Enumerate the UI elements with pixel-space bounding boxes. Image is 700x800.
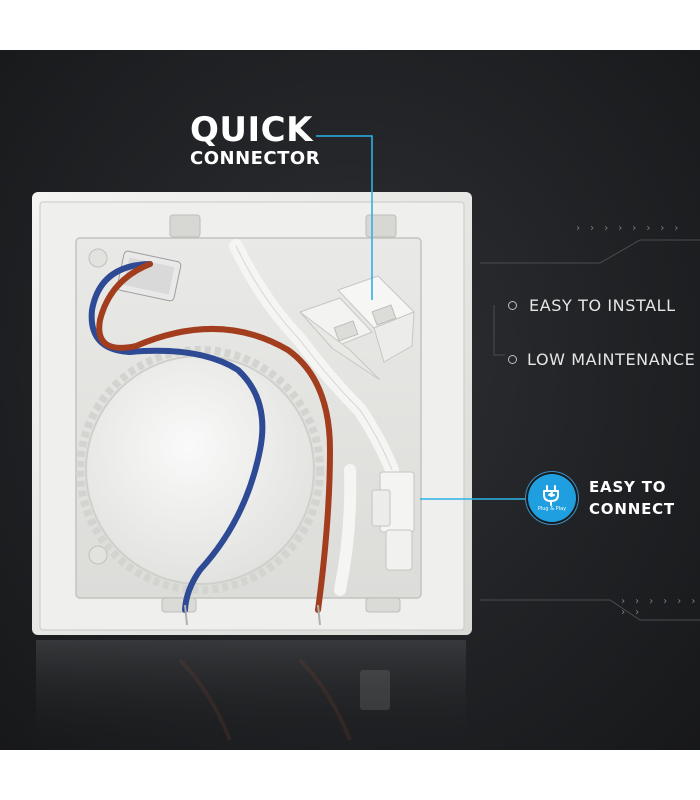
quick-connector-block <box>299 275 415 381</box>
decorative-lines <box>480 239 700 621</box>
reflection-wires <box>178 658 390 741</box>
feature-bullet-icon <box>508 355 517 364</box>
feature-low-maintenance: LOW MAINTENANCE <box>527 350 696 369</box>
led-driver <box>76 346 324 594</box>
plug-icon <box>543 485 559 506</box>
easy-to-connect-line1: EASY TO <box>589 478 667 496</box>
quick-connector-title: QUICK <box>190 110 313 150</box>
chevron-decoration-icon: › › › › › › › › <box>620 596 698 618</box>
brown-wire <box>96 261 334 613</box>
product-photo-stage: QUICK CONNECTOR EASY TO INSTALL LOW MAIN… <box>0 50 700 750</box>
device-reflection <box>36 640 466 750</box>
callout-lines <box>316 135 527 500</box>
easy-to-connect-line2: CONNECT <box>589 500 675 518</box>
feature-bullet-icon <box>508 301 517 310</box>
feature-easy-to-install: EASY TO INSTALL <box>529 296 676 315</box>
plug-and-play-label: Plug & Play <box>537 506 567 512</box>
blue-wire <box>88 261 266 613</box>
plug-connector <box>371 471 415 571</box>
white-cable-right <box>334 464 357 596</box>
product-illustration <box>32 135 700 750</box>
plug-and-play-badge: Plug & Play <box>528 474 576 522</box>
quick-connector-subtitle: CONNECTOR <box>190 148 321 169</box>
chevron-decoration-icon: › › › › › › › › <box>575 223 681 234</box>
